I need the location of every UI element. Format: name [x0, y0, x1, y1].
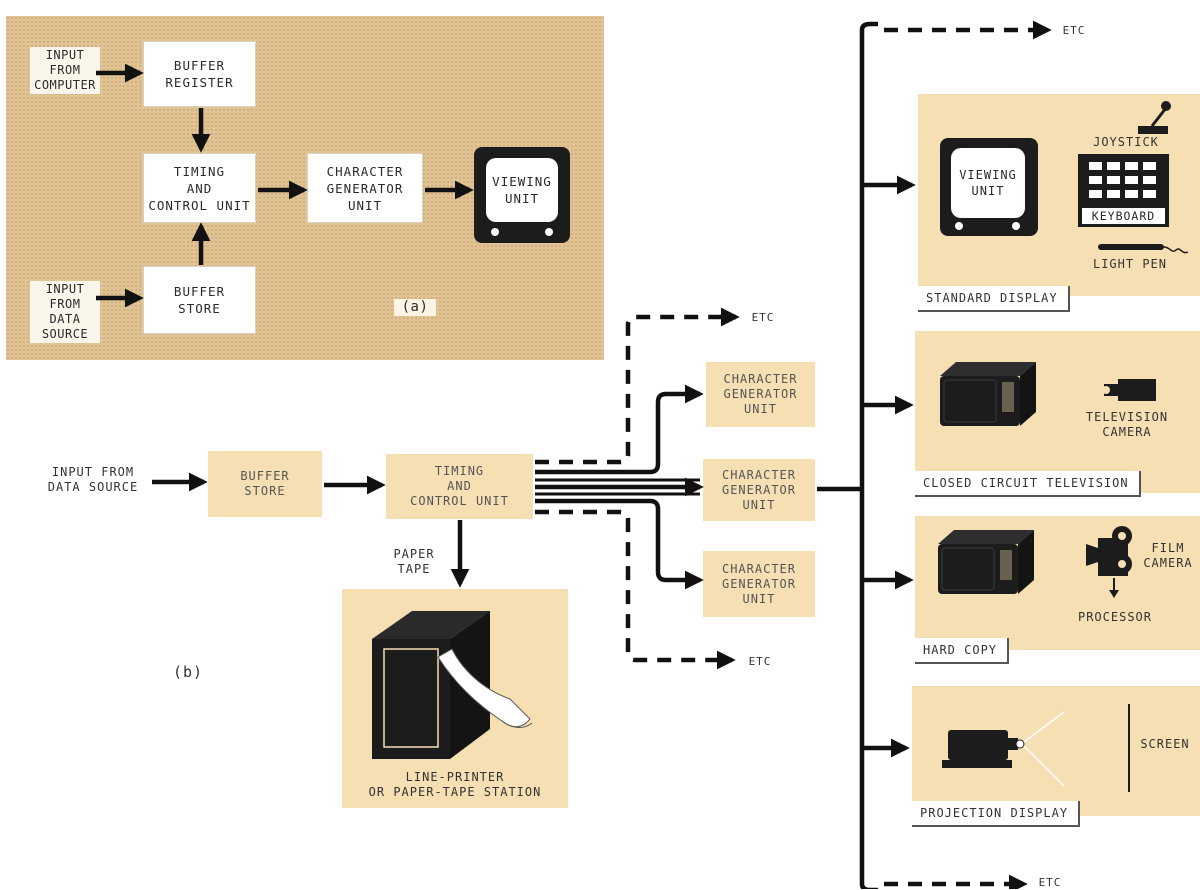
- timing-control-box-a: TIMING AND CONTROL UNIT: [143, 153, 256, 223]
- processor-label: PROCESSOR: [1077, 610, 1153, 624]
- buffer-store-box-a: BUFFER STORE: [143, 266, 256, 334]
- input-from-data-source-label-b: INPUT FROM DATA SOURCE: [47, 465, 139, 494]
- paper-tape-label: PAPER TAPE: [393, 547, 435, 576]
- character-generator-box-1: CHARACTER GENERATOR UNIT: [706, 362, 815, 427]
- etc-label-lower: ETC: [748, 655, 772, 668]
- character-generator-box-a: CHARACTER GENERATOR UNIT: [307, 153, 423, 223]
- knob-icon: [1012, 222, 1020, 230]
- figure-label-a: (a): [394, 299, 436, 316]
- keyboard-keys-icon: [1089, 162, 1156, 198]
- input-from-computer-label: INPUT FROM COMPUTER: [30, 47, 100, 94]
- screen-label: SCREEN: [1140, 737, 1190, 751]
- line-printer-icon: [372, 611, 533, 759]
- film-camera-label: FILM CAMERA: [1143, 541, 1193, 570]
- etc-label-top: ETC: [1062, 24, 1086, 37]
- standard-display-tab: STANDARD DISPLAY: [918, 286, 1070, 312]
- etc-label-upper: ETC: [751, 311, 775, 324]
- buffer-store-box-b: BUFFER STORE: [208, 451, 322, 517]
- knob-icon: [491, 228, 499, 236]
- joystick-icon: [1138, 101, 1171, 134]
- television-set-icon: [940, 362, 1036, 426]
- projector-icon: [942, 711, 1065, 787]
- timing-control-box-b: TIMING AND CONTROL UNIT: [386, 454, 533, 519]
- viewing-unit-label-standard: VIEWING UNIT: [951, 148, 1025, 218]
- etc-label-bottom: ETC: [1038, 876, 1062, 889]
- viewing-unit-label-a: VIEWING UNIT: [486, 158, 558, 222]
- film-camera-icon: [1086, 526, 1132, 598]
- joystick-label: JOYSTICK: [1093, 135, 1159, 149]
- light-pen-icon: [1098, 244, 1189, 254]
- input-from-data-source-label-a: INPUT FROM DATA SOURCE: [30, 281, 100, 343]
- figure-label-b: (b): [172, 663, 204, 681]
- cctv-tab: CLOSED CIRCUIT TELEVISION: [915, 471, 1141, 497]
- television-camera-icon: [1102, 379, 1156, 401]
- knob-icon: [955, 222, 963, 230]
- character-generator-box-2: CHARACTER GENERATOR UNIT: [703, 459, 815, 521]
- projection-display-tab: PROJECTION DISPLAY: [912, 801, 1081, 827]
- projection-screen-icon: [1128, 704, 1130, 792]
- hard-copy-monitor-icon: [938, 530, 1034, 594]
- light-pen-label: LIGHT PEN: [1092, 257, 1168, 271]
- keyboard-label: KEYBOARD: [1082, 208, 1165, 224]
- buffer-register-box: BUFFER REGISTER: [143, 41, 256, 107]
- character-generator-box-3: CHARACTER GENERATOR UNIT: [703, 551, 815, 617]
- knob-icon: [545, 228, 553, 236]
- hard-copy-tab: HARD COPY: [915, 638, 1010, 664]
- television-camera-label: TELEVISION CAMERA: [1085, 410, 1169, 439]
- printer-label: LINE-PRINTER OR PAPER-TAPE STATION: [368, 770, 542, 799]
